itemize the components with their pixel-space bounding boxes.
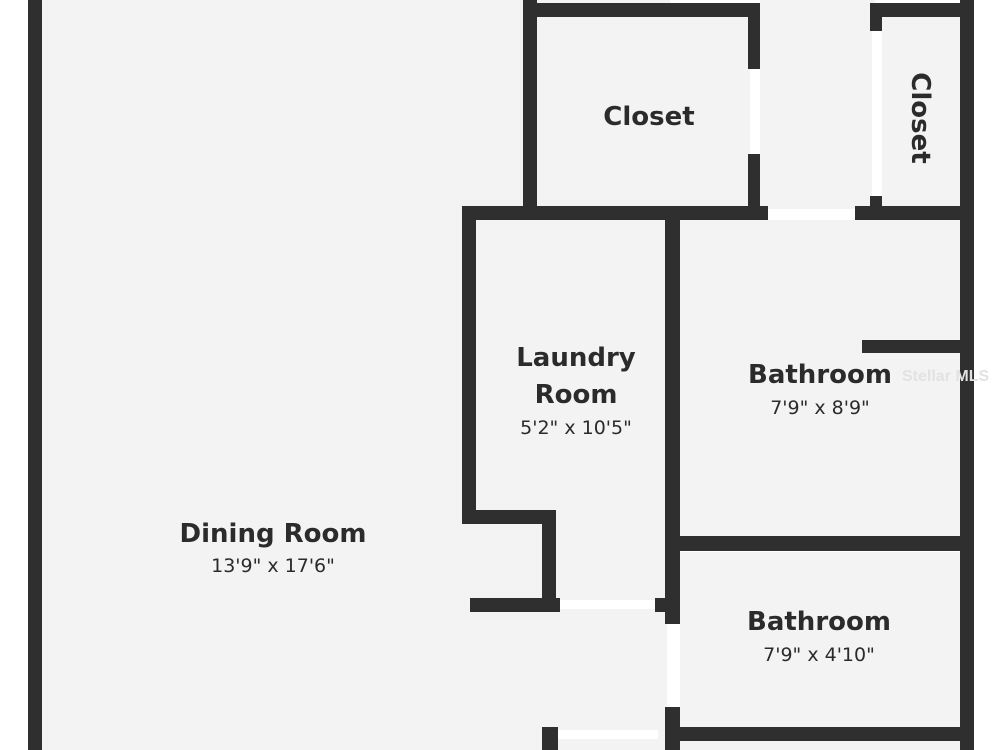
wall-bottom-right — [665, 727, 974, 741]
wall-between-bathrooms — [665, 536, 974, 551]
closet-left-floor — [536, 16, 754, 208]
wall-bath-stub — [862, 340, 974, 353]
wall-closet-left-right-upper — [748, 3, 760, 69]
door-bottom — [558, 730, 658, 739]
wall-closet-left-side — [523, 0, 537, 212]
wall-laundry-left — [462, 206, 476, 524]
wall-laundry-notch-side — [542, 510, 556, 612]
wall-closet-right-left-upper — [870, 3, 882, 31]
wall-under-closets-left — [462, 206, 768, 220]
bathroom-lower-floor — [680, 552, 960, 728]
bathroom-upper-floor — [680, 220, 960, 538]
dining-room-dimensions: 13'9" x 17'6" — [211, 555, 335, 577]
laundry-room-dimensions: 5'2" x 10'5" — [520, 417, 632, 439]
bathroom-upper-dimensions: 7'9" x 8'9" — [770, 397, 870, 419]
floor-area — [40, 0, 960, 750]
door-closet-left — [750, 69, 758, 154]
bathroom-upper-label: Bathroom — [748, 360, 892, 390]
door-laundry — [560, 600, 655, 609]
laundry-room-floor — [475, 220, 667, 600]
wall-under-closets-right — [855, 206, 974, 220]
wall-exterior-right — [960, 0, 974, 750]
door-bathroom-upper — [768, 209, 855, 217]
closet-right-floor — [882, 16, 960, 208]
wall-closet-left-top — [523, 3, 760, 17]
wall-laundry-notch-top — [462, 510, 556, 524]
dining-room-label: Dining Room — [179, 519, 367, 549]
laundry-room-label-line1: Laundry — [516, 343, 636, 373]
hallway-upper-floor — [760, 0, 875, 210]
wall-laundry-right — [665, 206, 680, 624]
walls — [28, 0, 974, 750]
closet-right-label: Closet — [905, 72, 935, 164]
wall-laundry-bottom-left — [470, 598, 560, 612]
wall-closet-left-right-lower — [748, 154, 760, 212]
bathroom-lower-dimensions: 7'9" x 4'10" — [763, 644, 875, 666]
closet-left-label: Closet — [603, 102, 695, 132]
watermark-text: Stellar MLS — [902, 368, 990, 385]
laundry-room-label-line2: Room — [534, 380, 618, 410]
bathroom-lower-label: Bathroom — [747, 607, 891, 637]
bottom-floor-strip — [556, 740, 960, 750]
wall-closet-right-top — [870, 3, 974, 17]
door-closet-right — [872, 31, 880, 196]
doors — [558, 31, 880, 739]
door-bathroom-lower — [667, 624, 676, 707]
wall-bottom-left-stub — [542, 727, 558, 750]
wall-exterior-left — [28, 0, 42, 750]
